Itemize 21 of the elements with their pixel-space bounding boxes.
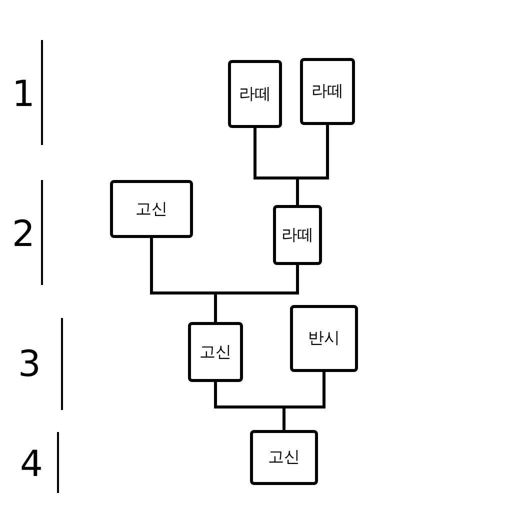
name-box — [250, 430, 318, 485]
name-text: 라떼 — [312, 81, 344, 102]
name-text: 라떼 — [282, 224, 314, 246]
name-box — [188, 322, 243, 382]
name-text: 라떼 — [239, 84, 271, 104]
row-number: 4 — [20, 445, 43, 485]
name-box — [228, 60, 282, 128]
connector-line — [282, 372, 326, 430]
name-box — [290, 305, 358, 372]
row-number: 3 — [18, 345, 41, 385]
name-text: 고신 — [136, 198, 168, 220]
row-number: 2 — [12, 215, 35, 255]
name-box — [300, 58, 355, 125]
name-box — [110, 180, 193, 238]
name-text: 반시 — [308, 328, 340, 349]
row-number: 1 — [12, 75, 35, 115]
connector-line — [296, 125, 329, 205]
name-text: 고신 — [200, 342, 232, 362]
connector-line — [214, 265, 299, 322]
name-box — [273, 205, 322, 265]
name-text: 고신 — [268, 447, 300, 468]
